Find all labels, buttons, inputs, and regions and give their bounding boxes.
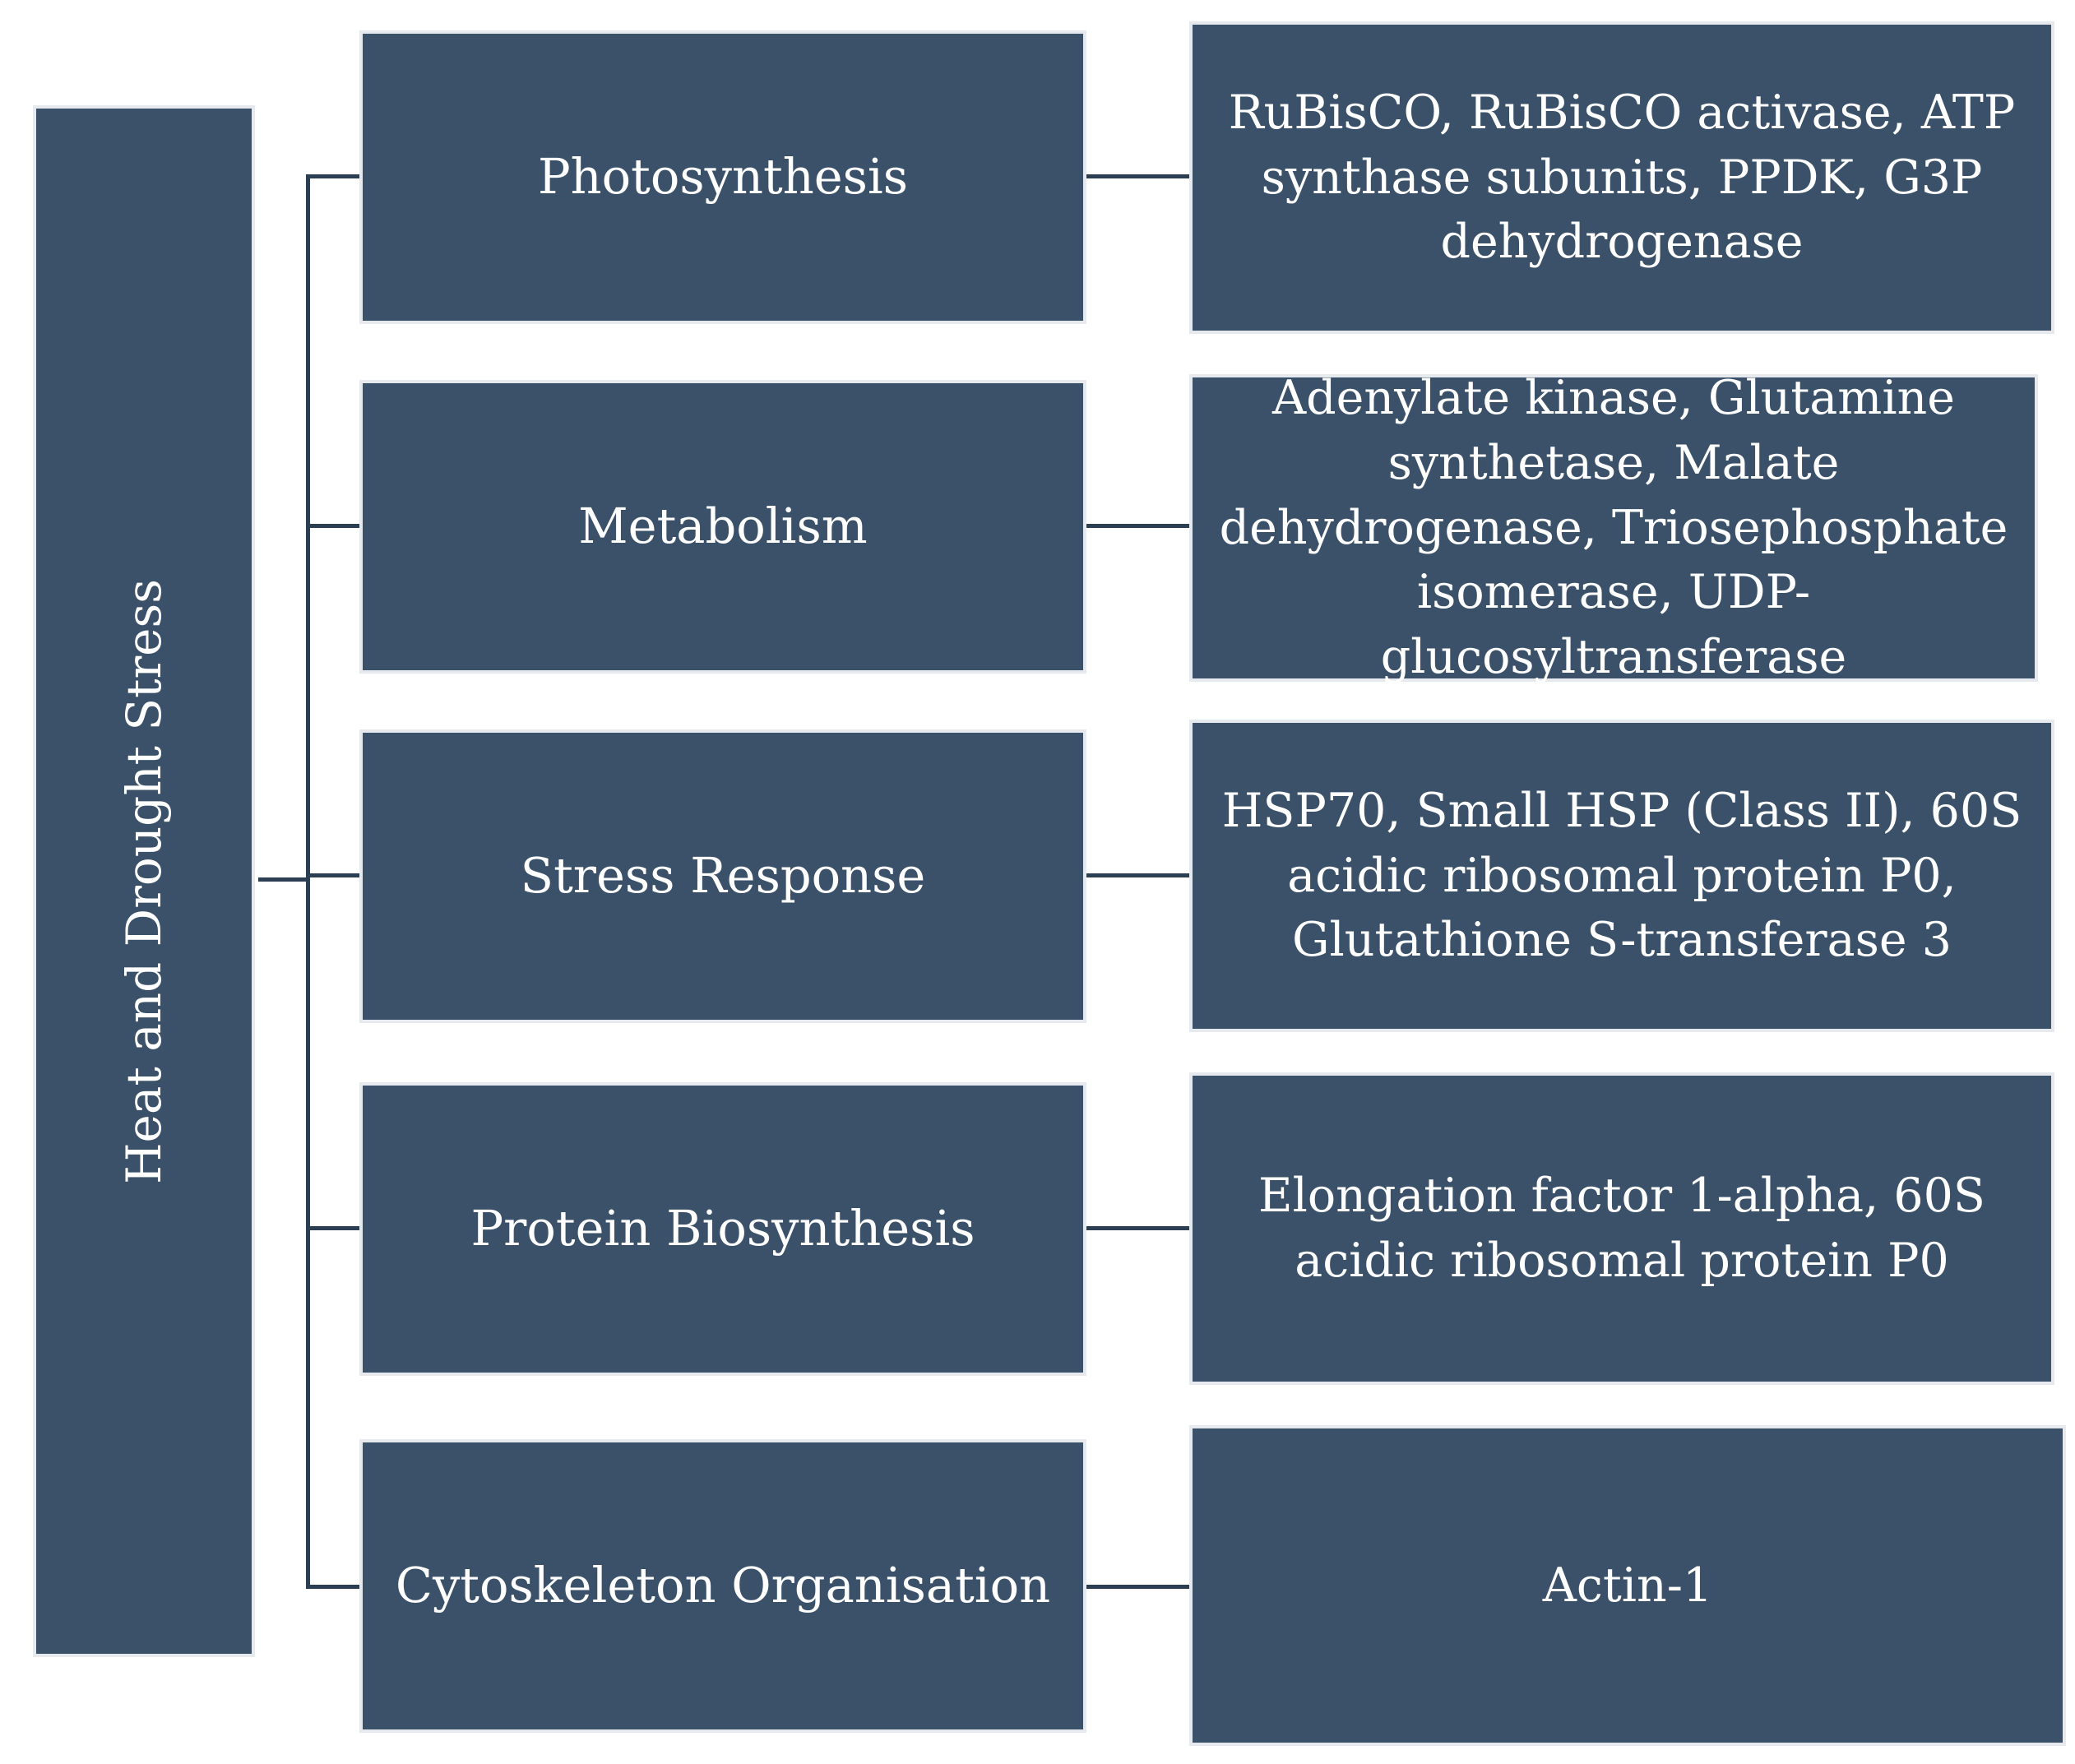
proteins-stress-response: HSP70, Small HSP (Class II), 60S acidic … (1189, 720, 2054, 1032)
proteins-protein-biosynthesis: Elongation factor 1-alpha, 60S acidic ri… (1189, 1072, 2054, 1385)
protein-list: Elongation factor 1-alpha, 60S acidic ri… (1258, 1169, 1985, 1288)
category-label: Stress Response (520, 847, 926, 905)
root-node: Heat and Drought Stress (33, 105, 255, 1657)
branch-line-photosynthesis (306, 174, 359, 178)
category-protein-biosynthesis: Protein Biosynthesis (359, 1082, 1086, 1376)
branch-line-metabolism (306, 524, 359, 528)
category-label: Protein Biosynthesis (470, 1200, 975, 1257)
branch-line-protein-biosynthesis (306, 1226, 359, 1230)
branch-line-cytoskeleton (306, 1585, 359, 1589)
category-stress-response: Stress Response (359, 729, 1086, 1023)
root-connector (258, 877, 310, 882)
trunk-line (306, 174, 310, 1589)
protein-list: RuBisCO, RuBisCO activase, ATP synthase … (1228, 86, 2016, 270)
link-line-stress-response (1086, 873, 1189, 877)
link-line-photosynthesis (1086, 174, 1189, 178)
category-metabolism: Metabolism (359, 380, 1086, 674)
protein-list: Adenylate kinase, Glutamine synthetase, … (1219, 371, 2008, 684)
category-label: Metabolism (578, 498, 868, 555)
link-line-cytoskeleton (1086, 1585, 1189, 1589)
branch-line-stress-response (306, 873, 359, 877)
proteins-photosynthesis: RuBisCO, RuBisCO activase, ATP synthase … (1189, 21, 2054, 334)
protein-list: HSP70, Small HSP (Class II), 60S acidic … (1221, 784, 2022, 968)
category-photosynthesis: Photosynthesis (359, 30, 1086, 324)
link-line-metabolism (1086, 524, 1189, 528)
link-line-protein-biosynthesis (1086, 1226, 1189, 1230)
proteins-cytoskeleton-organisation: Actin-1 (1189, 1425, 2066, 1746)
root-label: Heat and Drought Stress (116, 578, 172, 1184)
category-label: Photosynthesis (537, 148, 909, 206)
category-cytoskeleton-organisation: Cytoskeleton Organisation (359, 1439, 1086, 1733)
category-label: Cytoskeleton Organisation (395, 1557, 1051, 1614)
proteins-metabolism: Adenylate kinase, Glutamine synthetase, … (1189, 371, 2038, 684)
protein-list: Actin-1 (1542, 1558, 1713, 1613)
